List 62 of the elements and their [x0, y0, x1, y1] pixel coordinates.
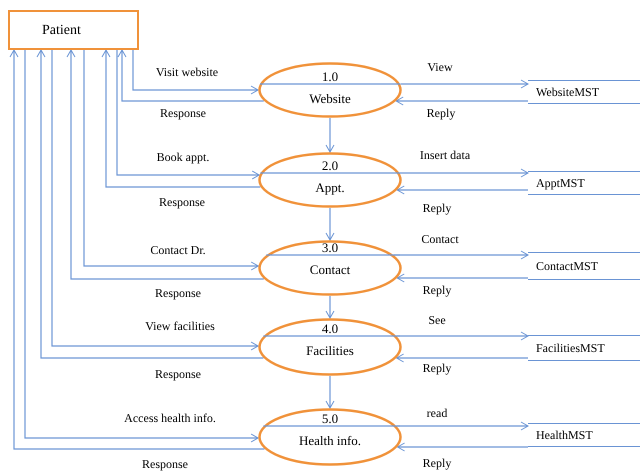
process-name: Facilities [305, 344, 355, 357]
edge-label: Response [153, 368, 203, 380]
arrow [396, 354, 528, 362]
data-store [528, 80, 640, 104]
process-number: 2.0 [320, 159, 340, 172]
process-ellipse [258, 318, 402, 376]
edge-label: Reply [420, 202, 454, 214]
process-number: 1.0 [320, 70, 340, 83]
arrow [326, 208, 334, 240]
arrow [132, 50, 258, 94]
edge-label: View [425, 61, 455, 73]
edge-label: Response [140, 458, 190, 470]
data-store [528, 252, 640, 280]
store-name: HealthMST [536, 429, 593, 441]
process-ellipse [258, 62, 402, 118]
data-store [528, 423, 640, 447]
arrow [396, 186, 528, 194]
process-name: Health info. [298, 434, 362, 447]
store-name: WebsiteMST [536, 86, 600, 98]
process-name: Appt. [314, 181, 346, 194]
edge-label: Visit website [154, 66, 220, 78]
edge-label: Contact Dr. [148, 244, 208, 256]
store-name: ContactMST [536, 260, 598, 272]
arrow [326, 296, 334, 318]
edge-label: Reply [420, 457, 454, 469]
edge-label: Access health info. [122, 412, 218, 424]
process-ellipse [258, 240, 402, 296]
arrow [116, 50, 260, 180]
entity-name: Patient [42, 22, 81, 40]
process-name: Website [308, 92, 352, 105]
edge-label: See [426, 314, 448, 326]
edge-label: Reply [420, 284, 454, 296]
edge-label: View facilities [143, 320, 217, 332]
process-ellipse [258, 152, 402, 208]
edge-label: Book appt. [154, 151, 212, 163]
process-name: Contact [308, 263, 352, 276]
data-store [528, 335, 640, 361]
edge-label: Reply [420, 362, 454, 374]
arrow [396, 274, 528, 282]
edge-label: Contact [419, 233, 461, 245]
store-name: ApptMST [536, 177, 585, 189]
arrow [396, 96, 528, 106]
arrow [118, 50, 264, 102]
store-name: FacilitiesMST [536, 342, 605, 354]
arrow [400, 80, 528, 88]
arrow [102, 50, 260, 188]
edge-label: Insert data [418, 149, 472, 161]
process-number: 3.0 [320, 241, 340, 254]
data-store [528, 171, 640, 195]
edge-label: Response [153, 287, 203, 299]
edge-label: Reply [424, 107, 458, 119]
arrow [326, 376, 334, 408]
arrow [326, 118, 334, 152]
edge-label: read [424, 407, 450, 419]
process-ellipse [258, 408, 402, 466]
edge-label: Response [158, 107, 208, 119]
edge-label: Response [157, 196, 207, 208]
arrow [400, 168, 528, 178]
process-number: 5.0 [320, 412, 340, 425]
process-number: 4.0 [320, 322, 340, 335]
entity-box [8, 10, 139, 50]
arrow [397, 442, 528, 452]
